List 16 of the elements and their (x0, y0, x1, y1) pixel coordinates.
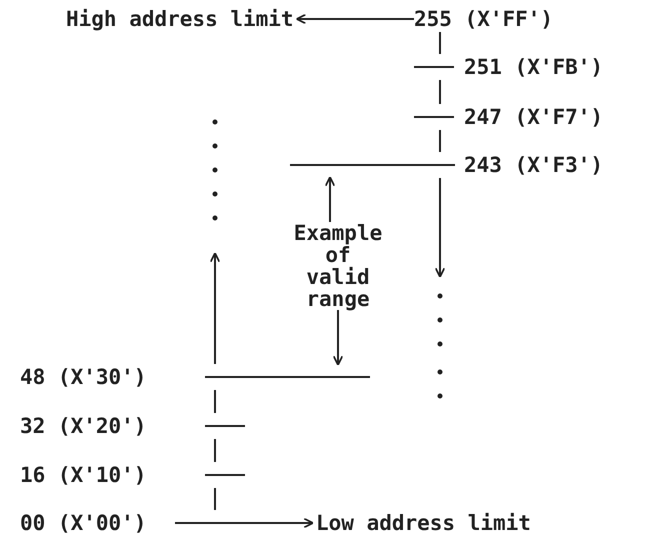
range-label: Example of valid range (290, 222, 386, 310)
connector-line (214, 390, 216, 413)
address-value: 255 (X'FF') (414, 6, 554, 32)
connector-line (214, 488, 216, 510)
arrow (324, 176, 336, 222)
connector-line (439, 80, 441, 104)
arrow (332, 310, 344, 366)
arrow (210, 252, 220, 364)
arrow (296, 14, 414, 24)
limit-label: High address limit (66, 6, 294, 32)
connector-line (439, 32, 441, 54)
connector-line (214, 439, 216, 462)
limit-label: Low address limit (316, 510, 531, 536)
arrow (434, 178, 446, 278)
connector-line (439, 130, 441, 152)
arrow (225, 518, 314, 528)
